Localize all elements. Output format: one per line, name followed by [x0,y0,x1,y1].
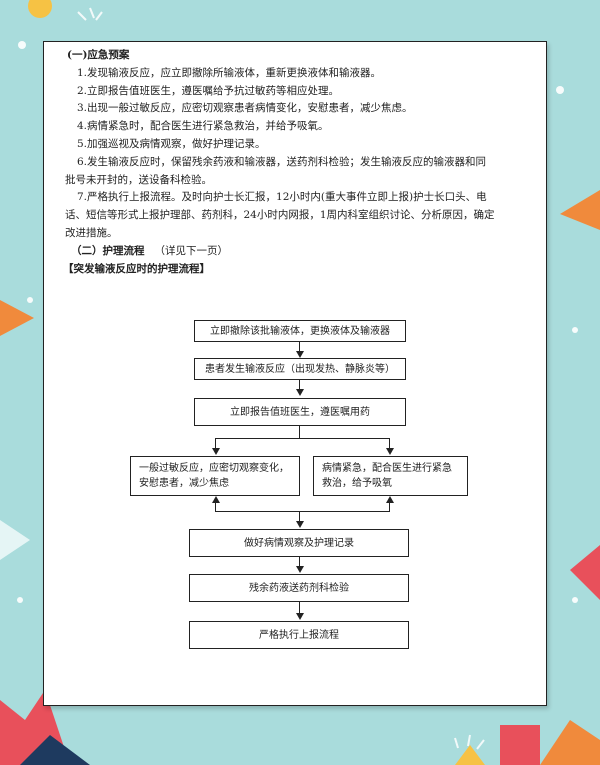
list-item: 4.病情紧急时，配合医生进行紧急救治，并给予吸氧。 [77,120,329,133]
flow-step-send-sample: 残余药液送药剂科检验 [189,574,409,602]
connector-line [215,500,216,511]
arrow-down-icon [212,448,220,455]
connector-line [215,438,390,439]
connector-line [299,426,300,438]
mountain-shape [540,720,600,765]
connector-line [299,511,300,523]
arrow-down-icon [296,389,304,396]
arrow-down-icon [296,613,304,620]
connector-line [389,500,390,511]
triangle-shape [455,745,485,765]
see-next-page-note: （详见下一页） [154,244,229,257]
list-item: 6.发生输液反应时，保留残余药液和输液器，送药剂科检验；发生输液反应的输液器和同… [65,155,487,186]
connector-line [215,438,216,449]
arrow-down-icon [296,351,304,358]
circle-shape [28,0,52,18]
arrow-up-icon [212,496,220,503]
section-heading-nursing-process: （二）护理流程 （详见下一页） [71,243,495,261]
arrow-down-icon [386,448,394,455]
section-heading-emergency-plan: (一)应急预案 [67,49,130,61]
triangle-shape [570,545,600,600]
list-item: 3.出现一般过敏反应，应密切观察患者病情变化，安慰患者，减少焦虑。 [77,102,413,115]
triangle-shape [0,520,30,560]
connector-line [389,438,390,449]
triangle-shape [0,300,34,336]
flow-step-report-doctor: 立即报告值班医生，遵医嘱用药 [194,398,406,426]
connector-line [299,602,300,614]
connector-line [299,342,300,354]
flow-branch-emergency: 病情紧急，配合医生进行紧急救治，给予吸氧 [313,456,468,496]
list-item: 7.严格执行上报流程。及时向护士长汇报，12小时内(重大事件立即上报)护士长口头… [65,191,495,239]
flow-branch-general-allergy: 一般过敏反应，应密切观察变化，安慰患者，减少焦虑 [130,456,300,496]
list-item: 5.加强巡视及病情观察，做好护理记录。 [77,137,266,150]
document-body: (一)应急预案 1.发现输液反应，应立即撤除所输液体，重新更换液体和输液器。 2… [63,47,495,278]
star-icon [17,41,578,603]
flow-step-reaction-occurs: 患者发生输液反应（出现发热、静脉炎等） [194,358,406,380]
arrow-up-icon [386,496,394,503]
arrow-down-icon [296,521,304,528]
heading-text: （二）护理流程 [71,244,145,257]
mountain-shape [20,735,90,765]
flowchart-title: 【突发输液反应时的护理流程】 [63,262,210,275]
arrow-down-icon [296,566,304,573]
flow-step-report-process: 严格执行上报流程 [189,621,409,649]
connector-line [299,557,300,569]
block-shape [500,725,540,765]
list-item: 1.发现输液反应，应立即撤除所输液体，重新更换液体和输液器。 [77,66,382,79]
triangle-shape [560,190,600,230]
connector-line [299,380,300,392]
flow-step-replace-infusion: 立即撤除该批输液体，更换液体及输液器 [194,320,406,342]
connector-line [215,511,390,512]
firework-icon [77,7,485,750]
flow-step-record: 做好病情观察及护理记录 [189,529,409,557]
list-item: 2.立即报告值班医生，遵医嘱给予抗过敏药等相应处理。 [77,84,340,97]
